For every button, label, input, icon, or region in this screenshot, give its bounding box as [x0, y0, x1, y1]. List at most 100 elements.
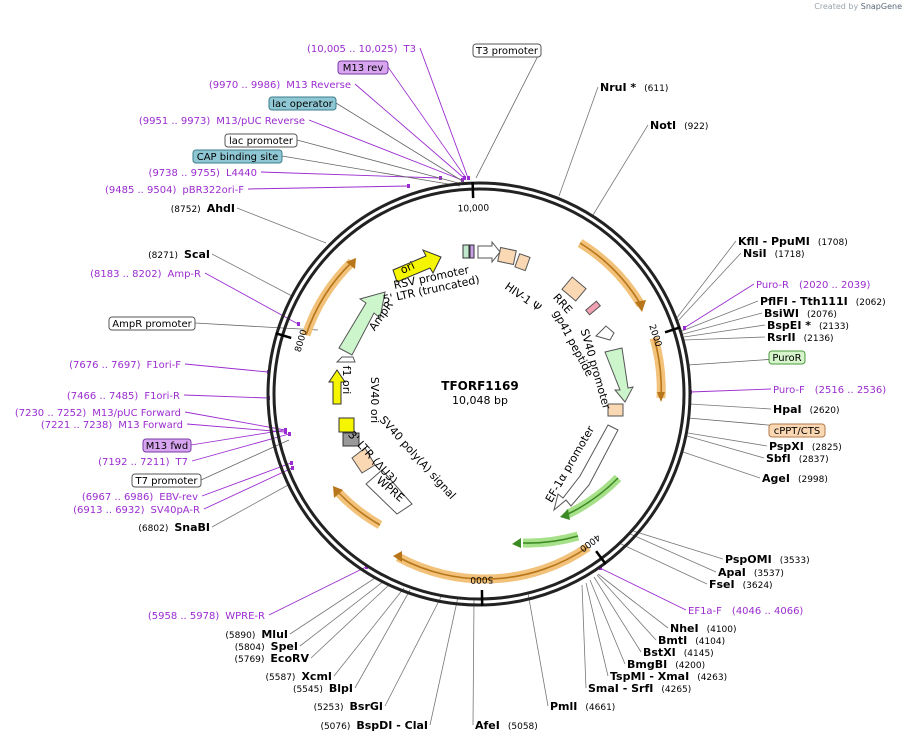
primer-13[interactable]: WPRE-R(5958 .. 5978): [148, 611, 265, 622]
enzyme-site-left-7[interactable]: BlpI(5545): [293, 682, 353, 695]
primer-9[interactable]: M13 Forward(7221 .. 7238): [41, 420, 183, 431]
enzyme-position: (611): [644, 84, 668, 94]
enzyme-site-right-14[interactable]: FseI(3624): [709, 578, 773, 591]
feature-tag-7[interactable]: T7 promoter: [131, 473, 202, 488]
enzyme-name: ScaI: [184, 248, 210, 261]
enzyme-site-left-9[interactable]: BspDI - ClaI(5076): [320, 719, 428, 732]
feature-tag-9[interactable]: cPPT/CTS: [768, 423, 826, 438]
enzyme-site-right-18[interactable]: BmgBI(4200): [627, 658, 705, 671]
enzyme-position: (4265): [661, 685, 691, 695]
primer-name: F1ori-R: [144, 391, 180, 402]
enzyme-site-left-1[interactable]: ScaI(8271): [148, 248, 210, 261]
primer-0[interactable]: T3(10,005 .. 10,025): [307, 44, 416, 55]
enzyme-site-right-11[interactable]: AgeI(2998): [762, 472, 828, 485]
feature-tag-5[interactable]: AmpR promoter: [108, 316, 196, 331]
enzyme-site-right-10[interactable]: SbfI(2837): [766, 452, 829, 465]
enzyme-site-left-8[interactable]: BsrGI(5253): [314, 700, 383, 713]
feature-tag-6[interactable]: M13 fwd: [142, 438, 192, 453]
enzyme-site-right-7[interactable]: RsrII(2136): [767, 331, 834, 344]
enzyme-connector: [689, 403, 772, 410]
primer-4[interactable]: pBR322ori-F(9485 .. 9504): [105, 185, 244, 196]
primer-marker: [683, 326, 686, 330]
primer-1[interactable]: M13 Reverse(9970 .. 9986): [209, 80, 351, 91]
arc-arrowhead-3: [560, 509, 570, 520]
tag-box: [142, 438, 192, 453]
enzyme-position: (1708): [818, 238, 848, 248]
enzyme-position: (4263): [697, 673, 727, 683]
enzyme-site-right-2[interactable]: KflI - PpuMI(1708): [738, 235, 848, 248]
primer-range: (9485 .. 9504): [105, 185, 177, 196]
enzyme-site-left-0[interactable]: AhdI(8752): [171, 202, 235, 215]
enzyme-site-right-19[interactable]: TspMI - XmaI(4263): [610, 670, 727, 683]
enzyme-site-right-22[interactable]: AfeI(5058): [475, 719, 538, 732]
feature-tag-3[interactable]: lac promoter: [224, 133, 298, 148]
tag-connector: [335, 102, 465, 183]
enzyme-position: (5253): [314, 703, 344, 713]
enzyme-site-right-8[interactable]: HpaI(2620): [773, 403, 840, 416]
feature-tag-2[interactable]: lac operator: [268, 96, 337, 111]
enzyme-connector: [681, 300, 759, 332]
enzyme-site-right-15[interactable]: NheI(4100): [670, 622, 737, 635]
enzyme-name: BspEI *: [767, 319, 811, 332]
enzyme-site-right-9[interactable]: PspXI(2825): [769, 440, 842, 453]
primer-16[interactable]: EF1a-F (4046 .. 4066): [688, 606, 803, 617]
primer-11[interactable]: EBV-rev(6967 .. 6986): [82, 492, 198, 503]
enzyme-name: BsiWI: [764, 307, 799, 320]
tag-box: [768, 423, 826, 438]
enzyme-site-right-3[interactable]: NsiI(1718): [743, 247, 805, 260]
enzyme-connector: [289, 577, 376, 635]
enzyme-site-left-6[interactable]: XcmI(5587): [266, 670, 333, 683]
feature-f1-ori: [335, 356, 356, 363]
primer-connector: [203, 467, 293, 510]
primer-range: (2020 .. 2039): [799, 280, 871, 291]
primer-14[interactable]: Puro-R (2020 .. 2039): [756, 280, 870, 291]
primer-range: (4046 .. 4066): [732, 606, 804, 617]
enzyme-site-right-0[interactable]: NruI *(611): [600, 81, 668, 94]
enzyme-site-right-4[interactable]: PflFI - Tth111I(2062): [760, 295, 886, 308]
enzyme-position: (2076): [807, 310, 837, 320]
primer-12[interactable]: SV40pA-R(6913 .. 6932): [73, 505, 200, 516]
primer-name: Puro-R: [756, 280, 789, 291]
tag-label: M13 fwd: [146, 441, 188, 452]
enzyme-name: ApaI: [718, 566, 746, 579]
primer-name: WPRE-R: [225, 611, 265, 622]
primer-marker: [288, 432, 291, 436]
enzyme-site-right-5[interactable]: BsiWI (2076): [764, 307, 837, 320]
primer-6[interactable]: F1ori-F(7676 .. 7697): [69, 360, 181, 371]
primer-15[interactable]: Puro-F(2516 .. 2536): [773, 385, 886, 396]
enzyme-site-right-13[interactable]: ApaI(3537): [718, 566, 784, 579]
arc-arrowhead-5: [393, 551, 402, 562]
enzyme-site-right-20[interactable]: SmaI - SrfI(4265): [588, 682, 691, 695]
feature-tag-4[interactable]: CAP binding site: [192, 149, 283, 164]
feature-tag-1[interactable]: M13 rev: [337, 60, 389, 75]
feature-tag-0[interactable]: T3 promoter: [472, 43, 542, 58]
primer-10[interactable]: T7(7192 .. 7211): [98, 457, 188, 468]
primer-connector: [184, 411, 286, 431]
feature-wpre: [365, 469, 413, 515]
enzyme-name: AhdI: [207, 202, 235, 215]
enzyme-site-left-4[interactable]: SpeI(5804): [235, 640, 298, 653]
enzyme-site-right-17[interactable]: BstXI(4145): [643, 646, 714, 659]
enzyme-site-left-5[interactable]: EcoRV(5769): [234, 652, 309, 665]
enzyme-name: XcmI: [301, 670, 332, 683]
enzyme-site-right-6[interactable]: BspEI *(2133): [767, 319, 849, 332]
feature-tag-8[interactable]: PuroR: [768, 350, 806, 365]
tag-label: M13 rev: [343, 63, 384, 74]
primer-name: EF1a-F: [688, 606, 722, 617]
enzyme-site-right-21[interactable]: PmlI(4661): [550, 700, 615, 713]
primer-2[interactable]: M13/pUC Reverse(9951 .. 9973): [139, 116, 305, 127]
primer-5[interactable]: Amp-R(8183 .. 8202): [90, 269, 201, 280]
enzyme-site-right-12[interactable]: PspOMI(3533): [725, 553, 810, 566]
enzyme-connector: [682, 312, 763, 335]
enzyme-position: (5058): [508, 722, 538, 732]
enzyme-site-right-16[interactable]: BmtI(4104): [658, 634, 725, 647]
primer-3[interactable]: L4440(9738 .. 9755): [149, 168, 257, 179]
primer-8[interactable]: M13/pUC Forward(7230 .. 7252): [15, 408, 181, 419]
backbone-inner-ring: [272, 187, 686, 601]
enzyme-site-left-3[interactable]: MluI(5890): [225, 628, 288, 641]
primer-7[interactable]: F1ori-R(7466 .. 7485): [67, 391, 180, 402]
enzyme-connector: [618, 542, 708, 585]
enzyme-site-right-1[interactable]: NotI(922): [650, 119, 708, 132]
enzyme-site-left-2[interactable]: SnaBI(6802): [138, 521, 210, 534]
feature-cppt: [607, 403, 624, 417]
